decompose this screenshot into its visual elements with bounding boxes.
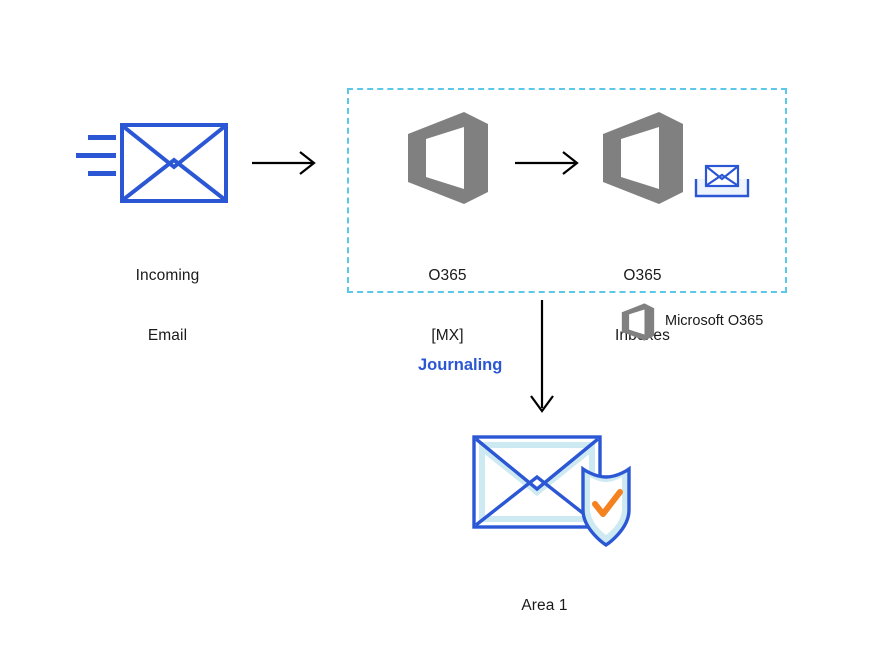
office-365-icon (603, 112, 683, 204)
office-365-icon (408, 112, 488, 204)
label-o365-mx-line2: [MX] (431, 327, 464, 344)
label-o365-mx: O365 [MX] (375, 226, 520, 386)
node-inbox-tray[interactable] (694, 162, 750, 200)
office-365-icon (621, 303, 655, 341)
inbox-tray-envelope-icon (694, 164, 750, 198)
edge-label-journaling: Journaling (418, 356, 503, 374)
envelope-with-motion-lines-icon (76, 123, 228, 203)
label-area1-line1: Area 1 (521, 597, 568, 614)
label-o365-mx-line1: O365 (428, 267, 467, 284)
arrow-incoming-to-o365 (252, 145, 320, 181)
label-o365-inboxes-line1: O365 (623, 267, 662, 284)
legend-label-microsoft-o365: Microsoft O365 (665, 313, 764, 329)
arrow-mx-to-inboxes (515, 145, 583, 181)
node-o365-mx[interactable] (406, 111, 490, 205)
envelope-shield-check-icon (472, 435, 631, 548)
node-o365-inboxes[interactable] (601, 111, 685, 205)
label-incoming-email-line1: Incoming (135, 267, 200, 284)
label-area1-email-security: Area 1 email security (472, 556, 617, 653)
label-incoming-email-line2: Email (147, 327, 188, 344)
legend-o365-icon-wrap (621, 303, 655, 341)
arrow-journaling-down (524, 300, 560, 418)
node-area1-email-security[interactable] (470, 432, 631, 550)
node-incoming-email[interactable] (70, 120, 230, 210)
microsoft-o365-zone-boundary (347, 88, 787, 293)
label-incoming-email: Incoming Email (95, 226, 240, 386)
